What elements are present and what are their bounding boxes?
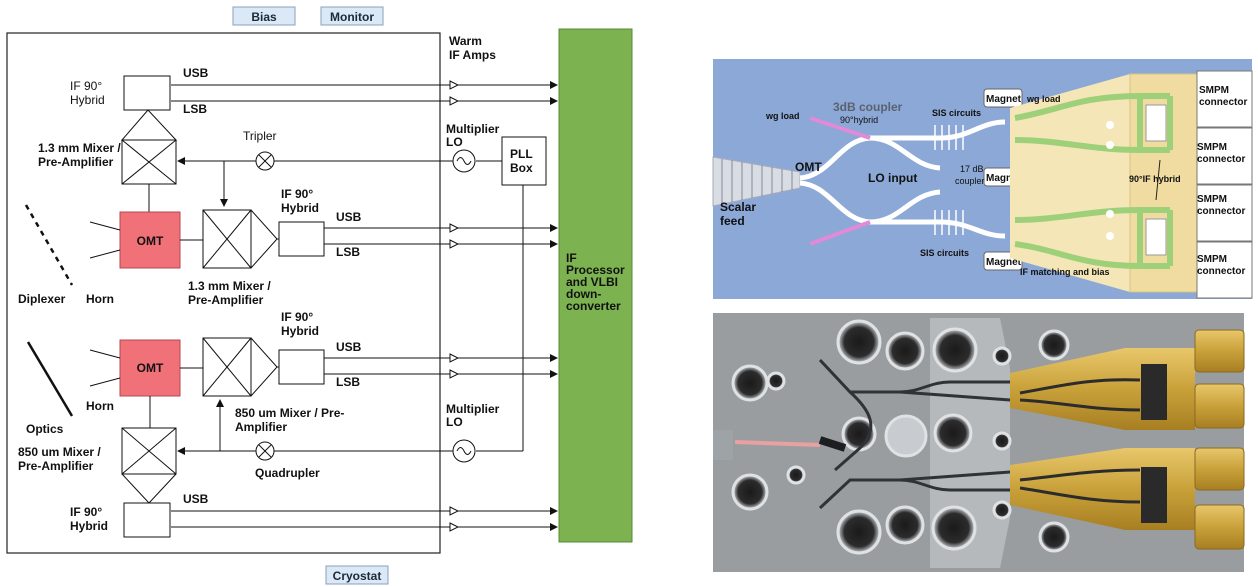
if-hybrid-mid2-label: IF 90° Hybrid — [281, 310, 319, 338]
omt-bottom-label: OMT — [137, 361, 164, 375]
usb-label-1: USB — [183, 66, 209, 80]
if-processor-box — [558, 28, 633, 543]
mixer-850-bottom-label: 850 um Mixer / Pre-Amplifier — [18, 445, 104, 473]
warm-if-amps-label: Warm IF Amps — [449, 34, 496, 62]
bias-label: Bias — [251, 10, 277, 24]
sis-circuits-top-label: SIS circuits — [932, 108, 981, 118]
if-hybrid-mid1-box — [278, 221, 325, 257]
lsb-label-2: LSB — [336, 245, 360, 259]
smpm-connector-photo — [1194, 329, 1245, 550]
mixer-850-mid-label: 850 um Mixer / Pre- Amplifier — [235, 406, 348, 434]
if-hybrid-top-label: IF 90° Hybrid — [70, 79, 106, 107]
cryostat-label: Cryostat — [333, 569, 382, 583]
waveguide-paths — [799, 116, 1006, 246]
sis-circuits-bottom-label: SIS circuits — [920, 248, 969, 258]
diplexer-mark — [24, 204, 74, 286]
cryostat-box — [6, 32, 441, 554]
monitor-tag — [320, 6, 384, 26]
gold-circuits — [1010, 348, 1195, 530]
if-hybrid-layout-label: 90°IF hybrid — [1129, 174, 1181, 184]
lo-input-label: LO input — [868, 171, 917, 185]
cryostat-tag — [325, 565, 389, 585]
hybrid-90-label: 90°hybrid — [840, 115, 878, 125]
lo-lines-top — [177, 157, 502, 207]
magnet-label-3: Magnet — [986, 257, 1022, 268]
magnet-label-2: Magnet — [986, 173, 1022, 184]
magnet-label-1: Magnet — [986, 94, 1022, 105]
multiplier-lo-bottom-label: Multiplier LO — [446, 402, 503, 429]
usb-label-4: USB — [183, 492, 209, 506]
lsb-label-1: LSB — [183, 102, 207, 116]
hardware-photo — [713, 313, 1245, 572]
omt-layout-label: OMT — [795, 160, 822, 174]
diplexer-label: Diplexer — [18, 292, 66, 306]
omt-top-label: OMT — [137, 234, 164, 248]
block-diagram: Bias Monitor Cryostat IF Processor and V… — [6, 6, 633, 585]
monitor-label: Monitor — [330, 10, 374, 24]
pll-box — [501, 136, 547, 186]
wg-load-right-label: wg load — [1026, 94, 1061, 104]
optics-mark — [26, 341, 74, 417]
lo-lines-bottom — [177, 399, 453, 455]
mixer-850-bottom — [121, 427, 177, 504]
mixer-13-mid — [202, 209, 279, 269]
if-matching-label: IF matching and bias — [1020, 267, 1110, 277]
quadrupler-label: Quadrupler — [255, 466, 320, 480]
usb-label-2: USB — [336, 210, 362, 224]
if-hybrid-mid1-label: IF 90° Hybrid — [281, 187, 319, 215]
bias-tag — [232, 6, 296, 26]
mixer-13-top-label: 1.3 mm Mixer / Pre-Amplifier — [38, 141, 124, 169]
waveguide-grooves — [818, 358, 1011, 510]
usb-label-3: USB — [336, 340, 362, 354]
if-hybrid-bottom-label: IF 90° Hybrid — [70, 505, 108, 533]
if-hybrid-bottom-box — [123, 502, 171, 538]
horn-top-label: Horn — [86, 292, 114, 306]
horn-bottom-label: Horn — [86, 399, 114, 413]
mixer-13-top — [120, 109, 178, 212]
lsb-label-3: LSB — [336, 375, 360, 389]
smpm-connectors — [1196, 70, 1253, 299]
scalar-feed-shape — [712, 156, 801, 207]
omt-bottom-box — [119, 339, 181, 397]
optics-label: Optics — [26, 422, 64, 436]
screw-holes — [731, 319, 1070, 555]
if-output-lines — [171, 81, 558, 531]
tripler-label: Tripler — [243, 129, 277, 143]
omt-top-box — [119, 211, 181, 269]
if-traces — [1014, 93, 1173, 269]
mixer-13-mid-label: 1.3 mm Mixer / Pre-Amplifier — [188, 279, 274, 307]
mixer-850-mid — [202, 337, 279, 397]
coupler-3db-label: 3dB coupler — [833, 100, 903, 114]
if-processor-label: IF Processor and VLBI down- converter — [566, 251, 628, 313]
warm-amp-triangles — [449, 80, 460, 532]
wg-load-left-label: wg load — [765, 111, 800, 121]
multiplier-lo-top-label: Multiplier LO — [446, 122, 503, 149]
if-hybrid-mid2-box — [278, 349, 325, 385]
pll-box-label: PLL Box — [510, 147, 536, 175]
if-hybrid-top-box — [123, 75, 171, 111]
